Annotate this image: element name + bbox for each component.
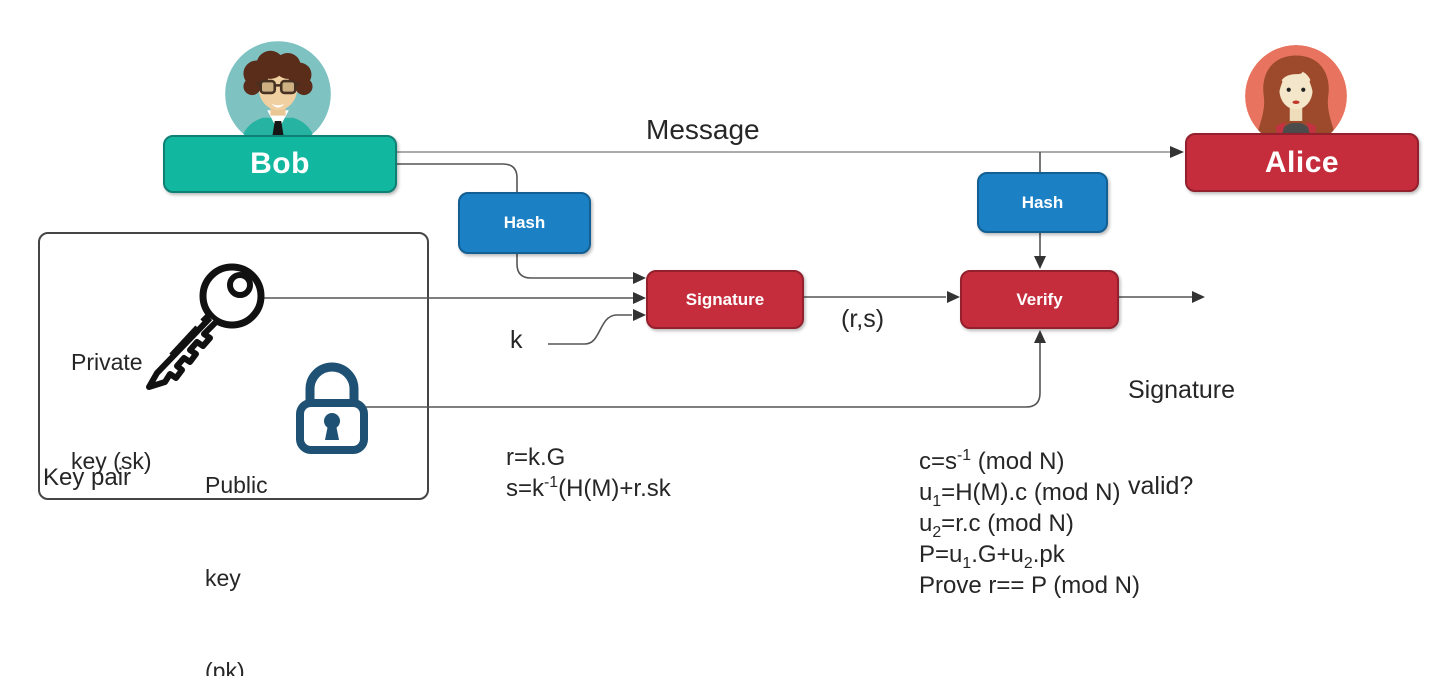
public-key-label: Public key (pk): [205, 408, 268, 676]
k-to-signature-line: [548, 314, 632, 345]
key-pair-label: Key pair: [43, 464, 132, 491]
arrowhead-k-into-signature: [633, 309, 646, 321]
arrowhead-into-verify-bottom: [1034, 330, 1046, 343]
private-key-line1: Private: [71, 349, 143, 375]
public-key-line3: (pk): [205, 658, 245, 676]
formula-r: r=k.G: [506, 444, 566, 471]
private-key-label: Private key (sk): [71, 280, 152, 544]
hash-sender-label: Hash: [503, 213, 546, 232]
formula-s: s=k-1(H(M)+r.sk: [506, 474, 671, 502]
formula-prove: Prove r== P (mod N): [919, 572, 1140, 599]
alice-node: Alice: [1185, 133, 1419, 192]
arrowhead-verify-output: [1192, 291, 1205, 303]
bob-node: Bob: [163, 135, 397, 193]
private-key-line2: key (sk): [71, 448, 152, 474]
bob-to-hash1-line: [393, 163, 518, 192]
signature-node: Signature: [646, 270, 804, 329]
formula-c: c=s-1 (mod N): [919, 447, 1065, 475]
hash-receiver-node: Hash: [977, 172, 1108, 233]
hash-receiver-label: Hash: [1021, 192, 1064, 212]
publickey-to-verify-line: [364, 343, 1041, 408]
formula-p: P=u1.G+u2.pk: [919, 541, 1065, 572]
arrowhead-into-verify-left: [947, 291, 960, 303]
public-key-line2: key: [205, 565, 241, 591]
verification-formulas: c=s-1 (mod N) u1=H(M).c (mod N) u2=r.c (…: [919, 446, 1140, 601]
verify-node: Verify: [960, 270, 1119, 329]
hash-sender-node: Hash: [458, 192, 591, 254]
arrowhead-into-verify-top: [1034, 256, 1046, 269]
signature-valid-line2: valid?: [1128, 472, 1194, 500]
formula-u1: u1=H(M).c (mod N): [919, 479, 1121, 510]
arrowhead-sk-into-signature: [633, 292, 646, 304]
public-key-line1: Public: [205, 472, 268, 498]
alice-label: Alice: [1264, 145, 1340, 179]
rs-label: (r,s): [841, 305, 885, 333]
key-icon: [136, 254, 276, 394]
signature-valid-line1: Signature: [1128, 376, 1236, 404]
k-label: k: [510, 326, 523, 354]
signing-formulas: r=k.G s=k-1(H(M)+r.sk: [506, 442, 671, 504]
verify-label: Verify: [1016, 289, 1063, 309]
lock-icon: [292, 355, 372, 457]
message-label: Message: [646, 114, 760, 145]
arrowhead-hash1-into-signature: [633, 272, 646, 284]
signature-label: Signature: [685, 289, 765, 309]
bob-avatar-icon: [224, 40, 332, 148]
formula-u2: u2=r.c (mod N): [919, 510, 1074, 541]
signature-valid-label: Signature valid?: [1128, 310, 1235, 566]
hash1-to-signature-line: [516, 250, 634, 279]
bob-label: Bob: [250, 147, 310, 180]
arrowhead-into-alice: [1170, 146, 1184, 158]
